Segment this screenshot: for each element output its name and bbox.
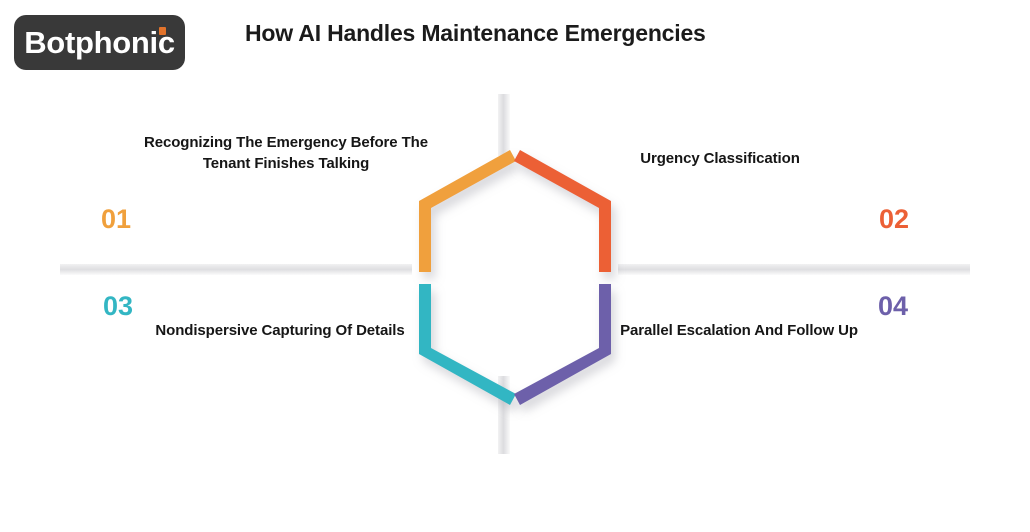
page-title: How AI Handles Maintenance Emergencies (245, 20, 706, 46)
step-number-03: 03 (103, 291, 134, 321)
infographic-hexagon-diagram: Recognizing The Emergency Before The Ten… (0, 86, 1030, 532)
divider-horizontal-right (618, 264, 970, 275)
hexagon-arm-01 (419, 150, 516, 272)
brand-accent-dot-icon (159, 27, 166, 35)
page-header: Botphonic How AI Handles Maintenance Eme… (0, 0, 1030, 86)
divider-horizontal-left (60, 264, 412, 275)
step-number-01: 01 (101, 204, 132, 234)
step-label-03: Nondispersive Capturing Of Details (155, 322, 405, 339)
hexagon-arm-02 (514, 150, 611, 272)
hexagon-ring (389, 86, 641, 486)
step-label-04: Parallel Escalation And Follow Up (620, 322, 858, 339)
step-label-01: Recognizing The Emergency Before The Ten… (144, 134, 428, 173)
brand-logo: Botphonic (14, 15, 185, 70)
step-label-02: Urgency Classification (640, 150, 800, 167)
step-number-04: 04 (878, 291, 909, 321)
hexagon-svg (419, 150, 611, 405)
hexagon-arm-04 (514, 284, 611, 405)
infographic-labels: Recognizing The Emergency Before The Ten… (0, 86, 1030, 532)
brand-logo-text: Botphonic (24, 25, 175, 60)
divider-vertical-top (498, 94, 510, 156)
hexagon-arm-03 (419, 284, 516, 405)
step-number-02: 02 (879, 204, 910, 234)
